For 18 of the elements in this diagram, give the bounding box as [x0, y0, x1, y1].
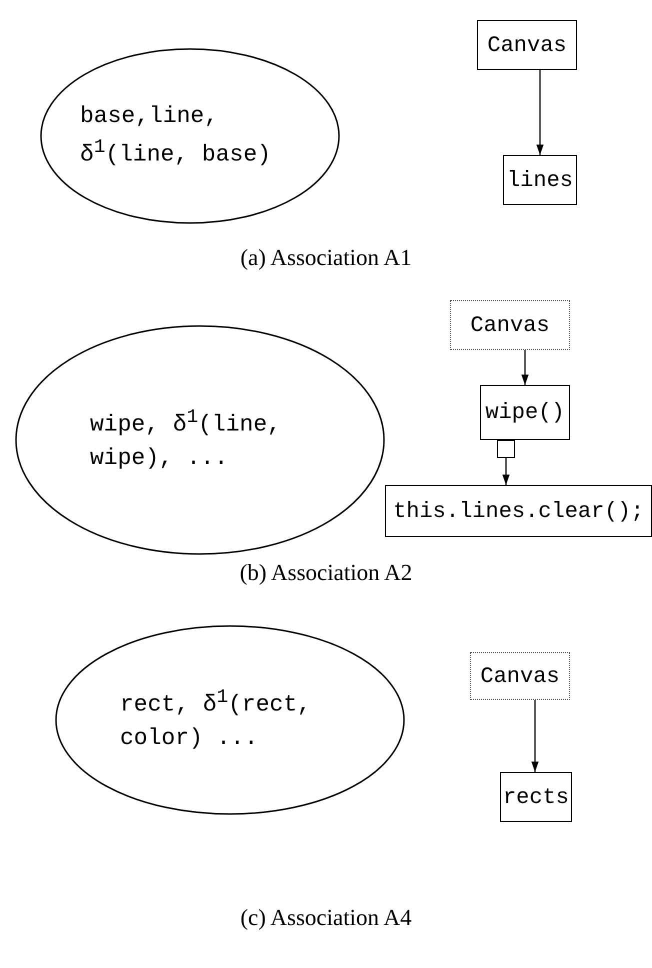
- subfigure-caption: (c) Association A4: [239, 905, 413, 931]
- class-box: lines: [503, 155, 577, 205]
- dotted-class-box: Canvas: [470, 652, 570, 700]
- port-square: [497, 440, 515, 458]
- class-box: rects: [500, 772, 572, 822]
- arrow: [502, 458, 510, 485]
- subfigure-caption: (b) Association A2: [238, 560, 414, 586]
- subfigure-caption: (a) Association A1: [239, 245, 413, 271]
- arrow: [521, 350, 529, 385]
- set-text: rect, δ$^{1}$(rect, color) ...: [120, 685, 312, 754]
- dotted-class-box: Canvas: [450, 300, 570, 350]
- class-box: Canvas: [477, 20, 577, 70]
- class-box: wipe(): [480, 385, 570, 440]
- set-text: base,line, δ$^{1}$(line, base): [80, 102, 272, 170]
- class-box: this.lines.clear();: [385, 485, 652, 537]
- arrow: [531, 700, 539, 772]
- arrow: [536, 70, 544, 155]
- set-text: wipe, δ$^{1}$(line, wipe), ...: [90, 405, 282, 474]
